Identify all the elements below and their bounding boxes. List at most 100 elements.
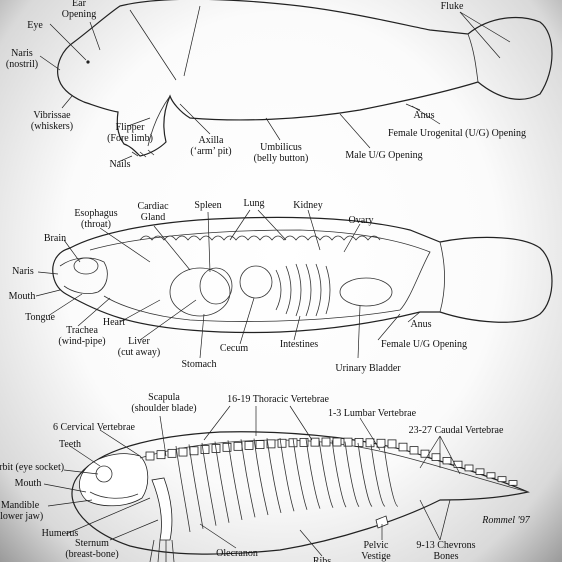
vertebra xyxy=(266,439,276,449)
label-line: 9-13 Chevrons xyxy=(416,540,475,551)
label-vibrissae: Vibrissae(whiskers) xyxy=(31,110,73,132)
label-lumbar: 1-3 Lumbar Vertebrae xyxy=(328,408,417,419)
vertebra xyxy=(475,468,485,475)
external-body-outline xyxy=(57,0,553,157)
label-female-ug2: Female U/G Opening xyxy=(381,339,467,350)
label-kidney: Kidney xyxy=(293,200,322,211)
label-line: Humerus xyxy=(42,528,79,539)
label-line: 23-27 Caudal Vertebrae xyxy=(409,425,504,436)
label-anus: Anus xyxy=(413,110,434,121)
rib xyxy=(292,438,308,510)
label-line: Flipper xyxy=(116,122,146,133)
vertebra xyxy=(277,438,287,448)
external-nails xyxy=(131,149,155,158)
label-flipper: Flipper(Fore limb) xyxy=(107,122,153,144)
external-fluke-crease xyxy=(467,33,479,83)
label-line: Intestines xyxy=(280,339,318,350)
skeleton-leader-lines xyxy=(43,405,461,557)
label-line: Gland xyxy=(141,212,165,223)
label-line: Vibrissae xyxy=(33,110,71,121)
rib xyxy=(188,444,204,529)
label-line: (shoulder blade) xyxy=(131,403,196,414)
label-humerus: Humerus xyxy=(42,528,79,539)
external-leader-lines xyxy=(39,5,511,163)
vertebra xyxy=(453,460,463,468)
vertebra xyxy=(508,480,518,486)
label-liver: Liver(cut away) xyxy=(118,336,160,358)
label-line: (lower jaw) xyxy=(0,511,43,522)
label-line: Anus xyxy=(413,110,434,121)
label-line: Lung xyxy=(243,198,264,209)
vertebra xyxy=(310,437,320,447)
label-male-ug: Male U/G Opening xyxy=(345,150,422,161)
vertebra xyxy=(222,442,232,452)
label-trachea: Trachea(wind-pipe) xyxy=(58,325,105,347)
label-line: (whiskers) xyxy=(31,121,73,132)
label-tongue: Tongue xyxy=(25,312,55,323)
label-lung: Lung xyxy=(243,198,264,209)
label-line: Kidney xyxy=(293,200,322,211)
label-line: Sternum xyxy=(75,538,109,549)
label-line: Opening xyxy=(62,9,96,20)
label-line: Teeth xyxy=(59,439,81,450)
label-line: (wind-pipe) xyxy=(58,336,105,347)
vertebra xyxy=(233,441,243,451)
vertebra xyxy=(332,437,342,447)
label-line: Brain xyxy=(44,233,66,244)
label-naris: Naris(nostril) xyxy=(6,48,38,70)
rib xyxy=(370,444,386,507)
vertebra xyxy=(486,472,496,479)
label-line: Fluke xyxy=(441,1,464,12)
vertebra xyxy=(409,446,419,455)
vertebra xyxy=(178,447,188,457)
label-line: Esophagus xyxy=(74,208,117,219)
label-line: (breast-bone) xyxy=(65,549,118,560)
label-line: (cut away) xyxy=(118,347,160,358)
label-line: Female Urogenital (U/G) Opening xyxy=(388,128,526,139)
rib xyxy=(227,440,243,521)
label-brain: Brain xyxy=(44,233,66,244)
skeleton-body-outline xyxy=(71,431,530,555)
vertebra xyxy=(156,450,166,460)
label-line: Umbilicus xyxy=(260,142,302,153)
rib xyxy=(266,438,282,514)
skeleton-ribs xyxy=(175,437,399,533)
label-line: Ear xyxy=(72,0,87,9)
vertebra xyxy=(398,442,408,452)
label-female-ug: Female Urogenital (U/G) Opening xyxy=(388,128,526,139)
label-line: Male U/G Opening xyxy=(345,150,422,161)
label-line: Olecranon xyxy=(216,548,258,559)
label-line: Eye xyxy=(27,20,43,31)
label-line: (nostril) xyxy=(6,59,38,70)
label-line: Heart xyxy=(103,317,125,328)
label-line: Stomach xyxy=(182,359,217,370)
vertebra xyxy=(431,453,441,461)
rib xyxy=(240,439,256,518)
internal-head-detail xyxy=(59,257,108,294)
cecum-shape xyxy=(239,265,273,299)
vertebra xyxy=(244,441,254,450)
label-line: Scapula xyxy=(148,392,180,403)
label-line: Ribs xyxy=(313,556,331,562)
eye-dot xyxy=(86,60,90,64)
vertebra xyxy=(343,437,353,447)
label-stomach: Stomach xyxy=(182,359,217,370)
label-heart: Heart xyxy=(103,317,125,328)
vertebra xyxy=(255,440,265,449)
rib xyxy=(318,439,334,508)
external-flipper-detail xyxy=(147,95,171,147)
vertebra xyxy=(376,438,386,448)
label-line: Spleen xyxy=(194,200,221,211)
label-line: (belly button) xyxy=(254,153,309,164)
vertebra xyxy=(299,437,309,447)
vertebra xyxy=(387,439,397,449)
label-cervical: 6 Cervical Vertebrae xyxy=(53,422,136,433)
label-line: Mandible xyxy=(1,500,40,511)
label-ribs: Ribs xyxy=(313,556,331,562)
label-line: Cardiac xyxy=(137,201,169,212)
label-line: Urinary Bladder xyxy=(335,363,401,374)
brain-shape xyxy=(73,257,99,275)
